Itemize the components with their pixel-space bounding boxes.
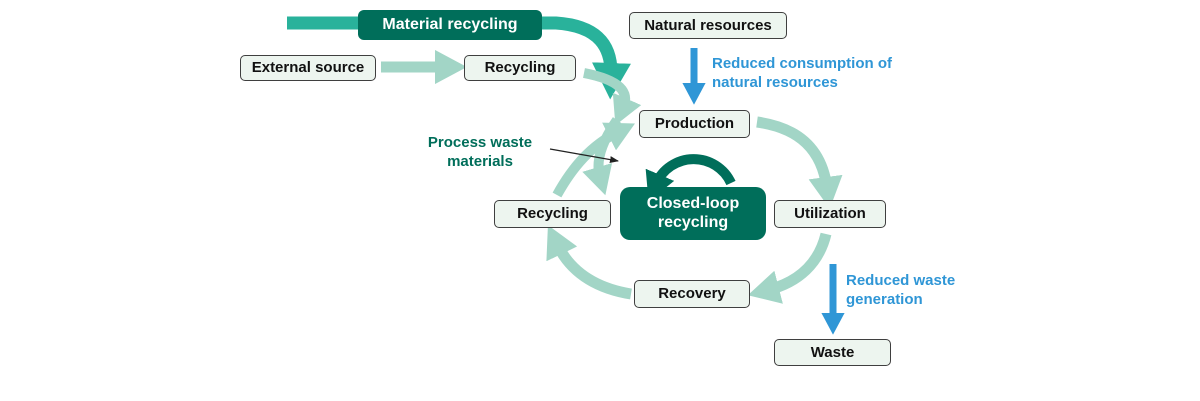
node-utilization-label: Utilization [794,205,866,223]
node-closed-loop-recycling-label: Closed-loop recycling [646,195,740,231]
node-waste: Waste [774,339,891,366]
node-recovery-label: Recovery [658,285,726,303]
node-production-label: Production [654,115,735,133]
utilization-to-recovery-arrow [747,232,832,304]
node-recycling-top: Recycling [464,55,576,81]
node-recycling-label: Recycling [517,205,588,223]
recycling-to-production-cycle-arrow [552,122,635,198]
node-production: Production [639,110,750,138]
material-recycling-arrow [287,16,631,100]
node-natural-resources-label: Natural resources [644,16,772,34]
node-material-recycling: Material recycling [358,10,542,40]
reduced-waste-label: Reduced waste generation [846,272,956,308]
node-external-source: External source [240,55,376,81]
node-recycling-top-label: Recycling [484,59,556,77]
closed-loop-circle-arrow [645,154,736,202]
production-to-utilization-arrow [756,116,843,209]
node-recycling: Recycling [494,200,611,228]
node-natural-resources: Natural resources [629,12,787,39]
recycling-to-production-feed-arrow [582,68,642,126]
node-utilization: Utilization [774,200,886,228]
process-waste-materials-label: Process waste materials [427,134,533,170]
node-material-recycling-label: Material recycling [382,15,518,33]
node-closed-loop-recycling: Closed-loop recycling [620,187,766,240]
process-waste-pointer-line [549,148,619,164]
recovery-to-recycling-arrow [546,225,632,300]
node-external-source-label: External source [251,59,365,77]
reduced-consumption-label: Reduced consumption of natural resources [712,55,892,91]
node-waste-label: Waste [810,343,855,361]
node-recovery: Recovery [634,280,750,308]
